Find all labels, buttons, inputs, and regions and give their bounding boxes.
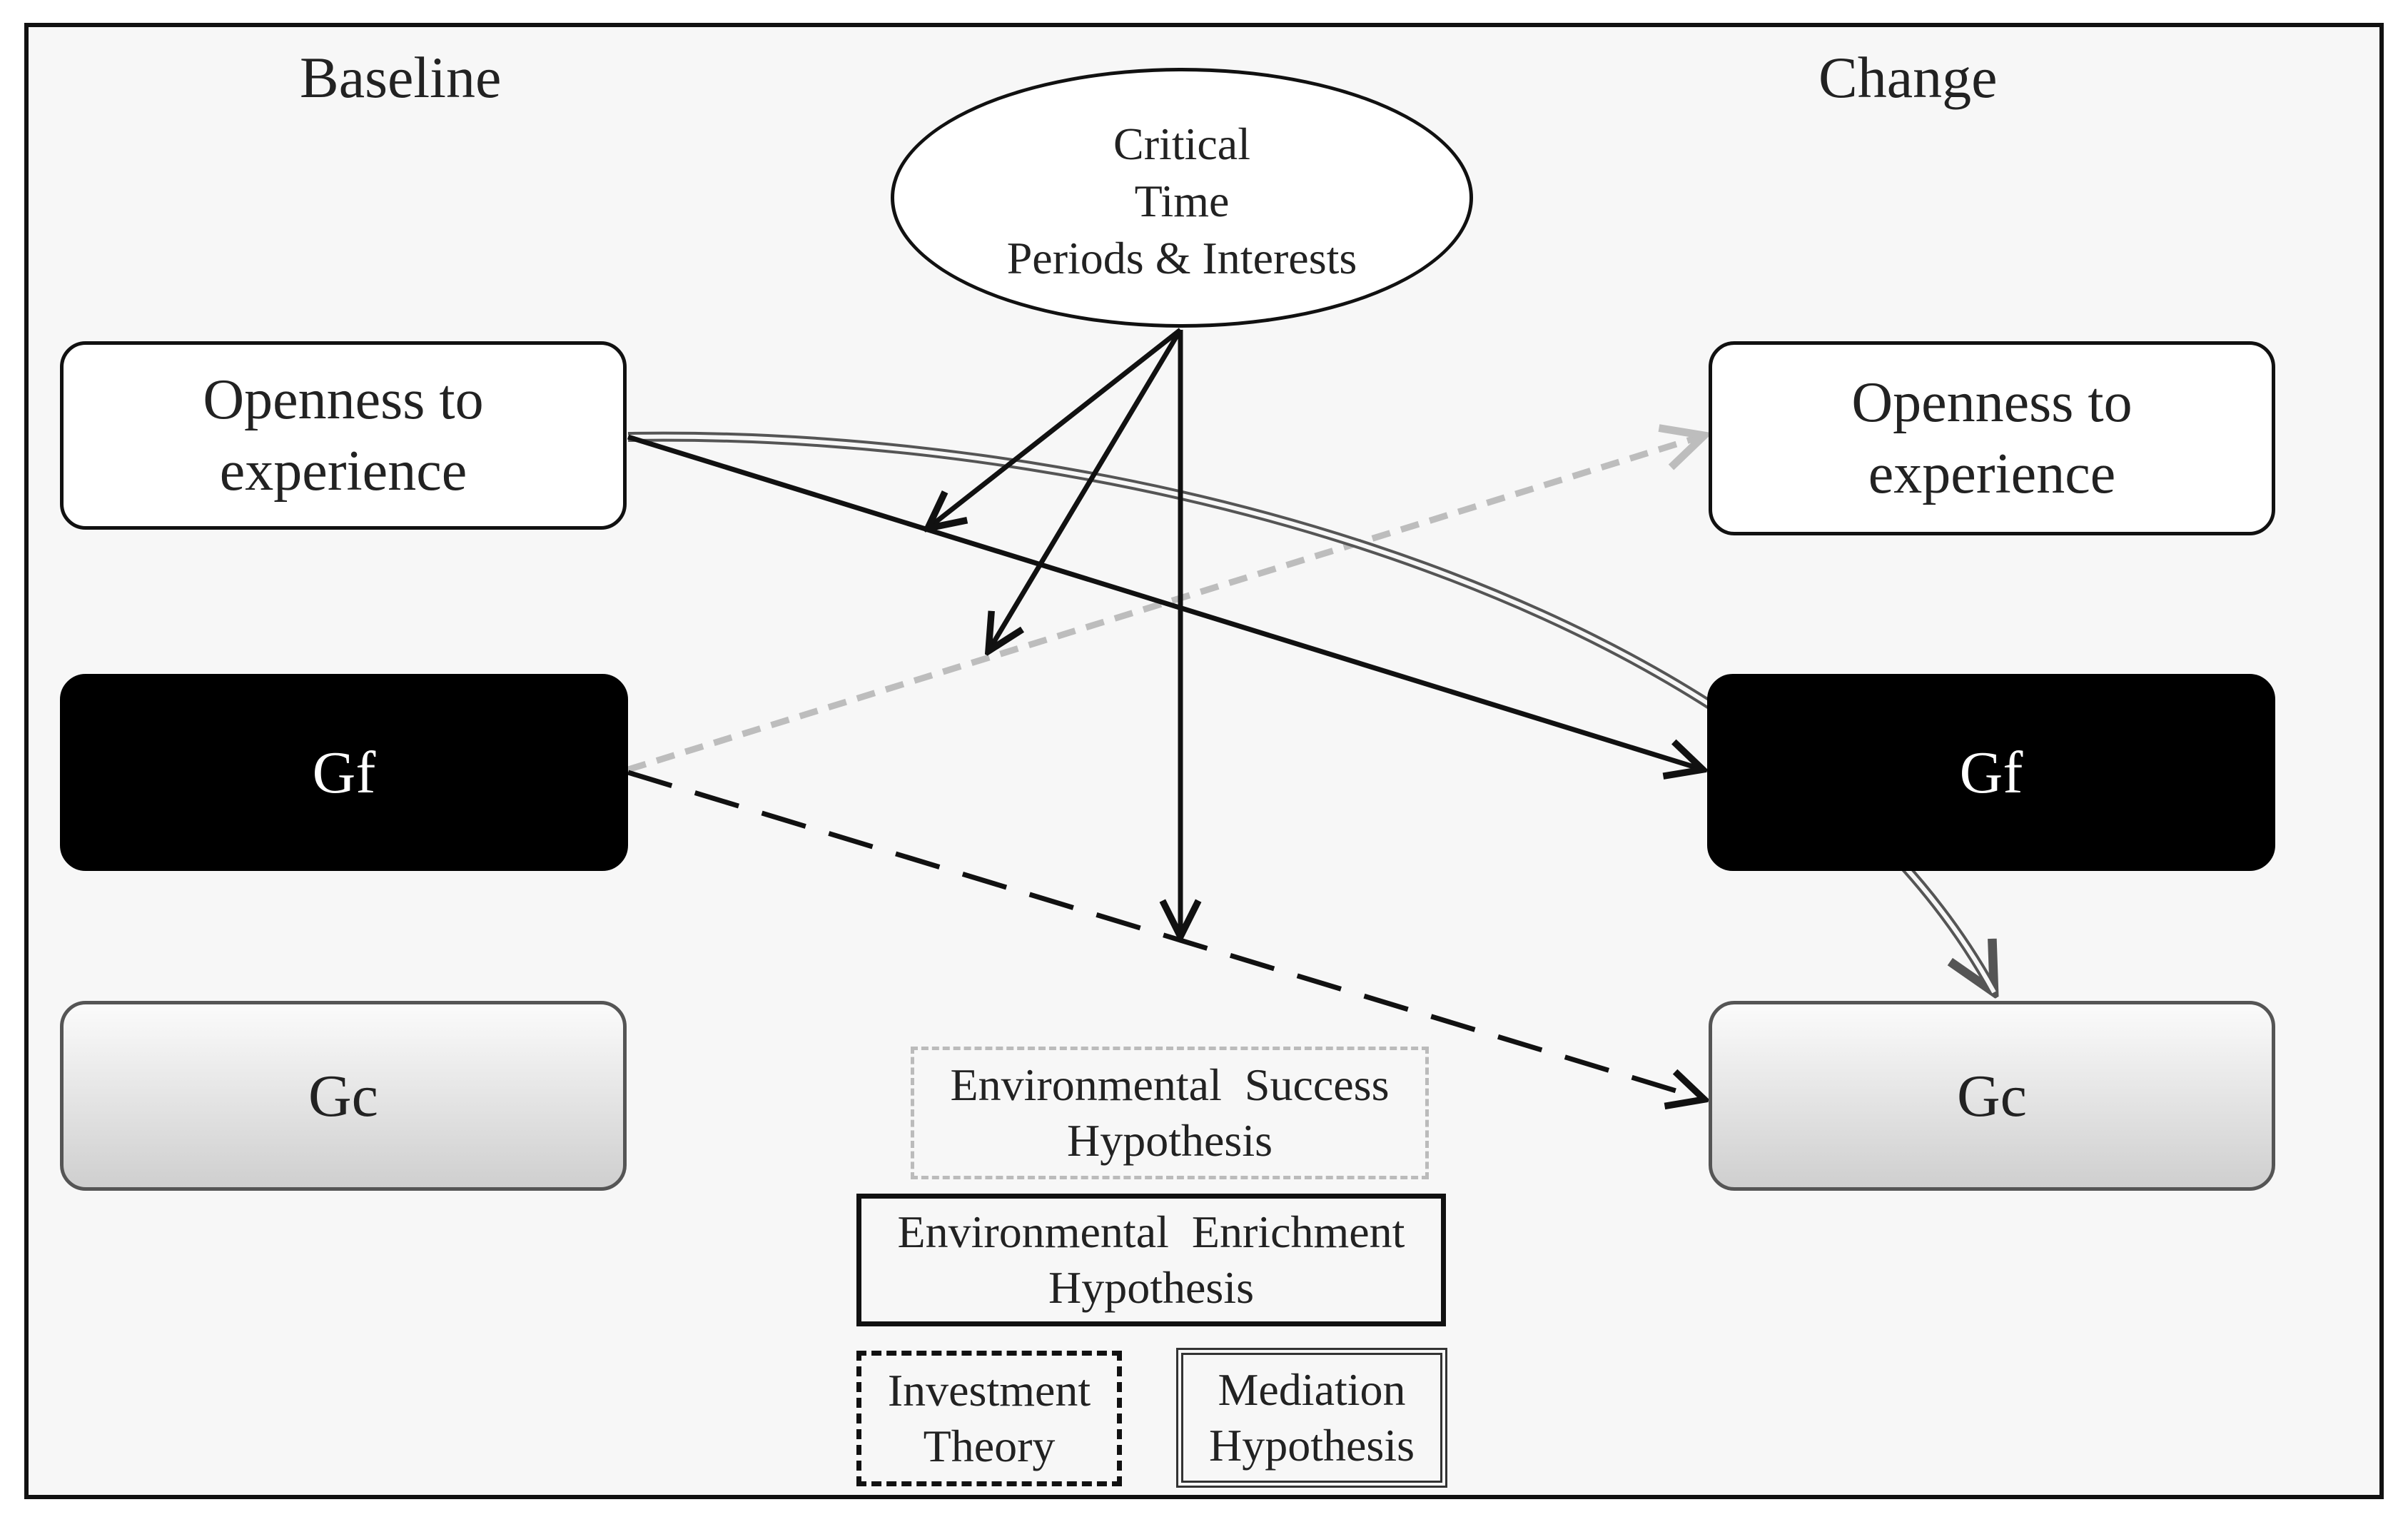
baseline-gf-node: Gf <box>60 674 628 871</box>
legend-enrichment-line-1: Environmental Enrichment <box>897 1206 1405 1257</box>
legend-success-line-2: Hypothesis <box>1067 1115 1273 1166</box>
change-openness-line-1: Openness to <box>1851 371 2133 434</box>
moderator-line-3: Periods & Interests <box>1006 233 1357 283</box>
change-gc-label: Gc <box>1957 1062 2027 1129</box>
baseline-gf-label: Gf <box>312 739 376 806</box>
baseline-openness-node: Openness to experience <box>60 341 627 530</box>
enrichment-arrow <box>627 434 1703 770</box>
legend-investment-line-1: Investment <box>887 1365 1091 1416</box>
baseline-openness-line-2: experience <box>219 440 467 503</box>
baseline-gc-label: Gc <box>308 1062 378 1129</box>
legend-success-line-1: Environmental Success <box>950 1059 1390 1110</box>
legend-investment-line-2: Theory <box>923 1421 1056 1471</box>
baseline-column-title: Baseline <box>300 45 502 110</box>
moderator-arrow-enrichment <box>928 328 1183 528</box>
change-openness-line-2: experience <box>1868 443 2116 505</box>
legend-mediation-line-1: Mediation <box>1218 1364 1406 1415</box>
change-gf-label: Gf <box>1959 739 2023 806</box>
critical-time-periods-ellipse: Critical Time Periods & Interests <box>891 68 1473 328</box>
legend-environmental-enrichment: Environmental Enrichment Hypothesis <box>856 1194 1446 1326</box>
moderator-line-2: Time <box>1134 176 1230 226</box>
change-openness-node: Openness to experience <box>1709 341 2275 535</box>
change-gf-node: Gf <box>1707 674 2275 871</box>
success-arrow <box>627 435 1704 773</box>
moderator-line-1: Critical <box>1113 119 1250 169</box>
baseline-gc-node: Gc <box>60 1001 627 1191</box>
legend-environmental-success: Environmental Success Hypothesis <box>911 1047 1429 1179</box>
change-gc-node: Gc <box>1709 1001 2275 1191</box>
legend-mediation-hypothesis: Mediation Hypothesis <box>1176 1348 1447 1488</box>
legend-enrichment-line-2: Hypothesis <box>1048 1262 1254 1313</box>
baseline-openness-line-1: Openness to <box>203 368 484 431</box>
change-column-title: Change <box>1818 45 1998 110</box>
moderator-arrow-success <box>988 328 1183 651</box>
legend-investment-theory: Investment Theory <box>856 1351 1122 1486</box>
legend-mediation-line-2: Hypothesis <box>1209 1420 1415 1471</box>
